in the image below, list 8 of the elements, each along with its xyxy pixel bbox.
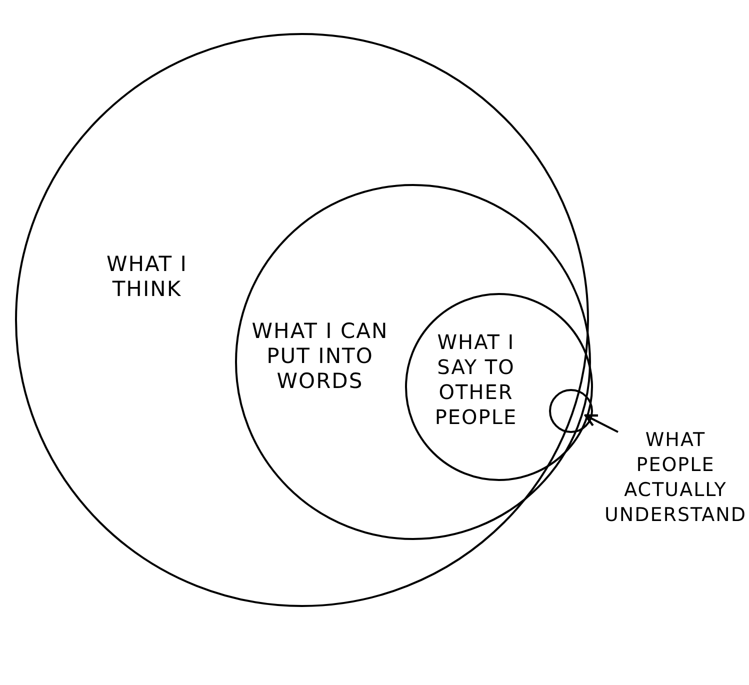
circle-label: WHAT I CAN PUT INTO WORDS [250, 319, 390, 394]
circle-label: WHAT I SAY TO OTHER PEOPLE [434, 330, 518, 430]
venn-circle [235, 184, 591, 540]
circle-label: WHAT I THINK [106, 252, 188, 302]
leader-arrow [584, 414, 618, 433]
callout-text: WHAT PEOPLE ACTUALLY UNDERSTAND [604, 428, 747, 528]
venn-circle [405, 293, 593, 481]
venn-circle [549, 389, 593, 433]
